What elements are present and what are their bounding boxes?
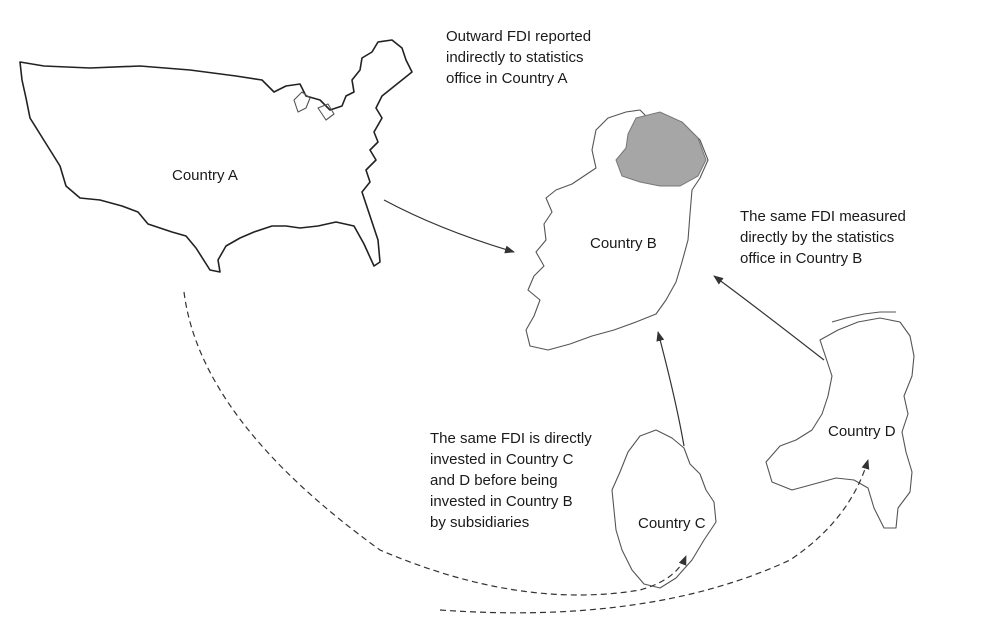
annotation-line: directly by the statistics: [740, 229, 895, 246]
country-b-label: Country B: [590, 235, 657, 252]
annotation-invested-subsidiaries: The same FDI is directly invested in Cou…: [430, 428, 630, 533]
annotation-line: invested in Country B: [430, 493, 573, 510]
annotation-line: office in Country B: [740, 250, 863, 267]
country-a-map: [19, 39, 413, 273]
country-b-map: [525, 109, 709, 351]
annotation-line: invested in Country C: [430, 451, 574, 468]
annotation-line: office in Country A: [446, 70, 568, 87]
annotation-line: indirectly to statistics: [446, 49, 584, 66]
annotation-line: Outward FDI reported: [446, 28, 592, 45]
arrow-d-to-b: [713, 275, 825, 361]
country-d-map: [765, 311, 915, 529]
country-c-label: Country C: [638, 515, 706, 532]
arrow-a-to-d-dashed: [439, 459, 870, 614]
arrow-a-to-b: [383, 199, 515, 254]
arrow-a-to-c-dashed: [183, 291, 687, 596]
arrow-c-to-b: [656, 331, 685, 447]
annotation-line: and D before being: [430, 472, 558, 489]
annotation-line: The same FDI measured: [740, 208, 906, 225]
country-a-label: Country A: [172, 167, 238, 184]
country-c-map: [611, 429, 717, 589]
country-d-label: Country D: [828, 423, 896, 440]
annotation-line: by subsidiaries: [430, 514, 530, 531]
annotation-line: The same FDI is directly: [430, 430, 592, 447]
annotation-measured-directly: The same FDI measured directly by the st…: [740, 206, 970, 269]
country-b-northern-region: [615, 111, 707, 187]
annotation-outward-fdi: Outward FDI reported indirectly to stati…: [446, 26, 646, 89]
